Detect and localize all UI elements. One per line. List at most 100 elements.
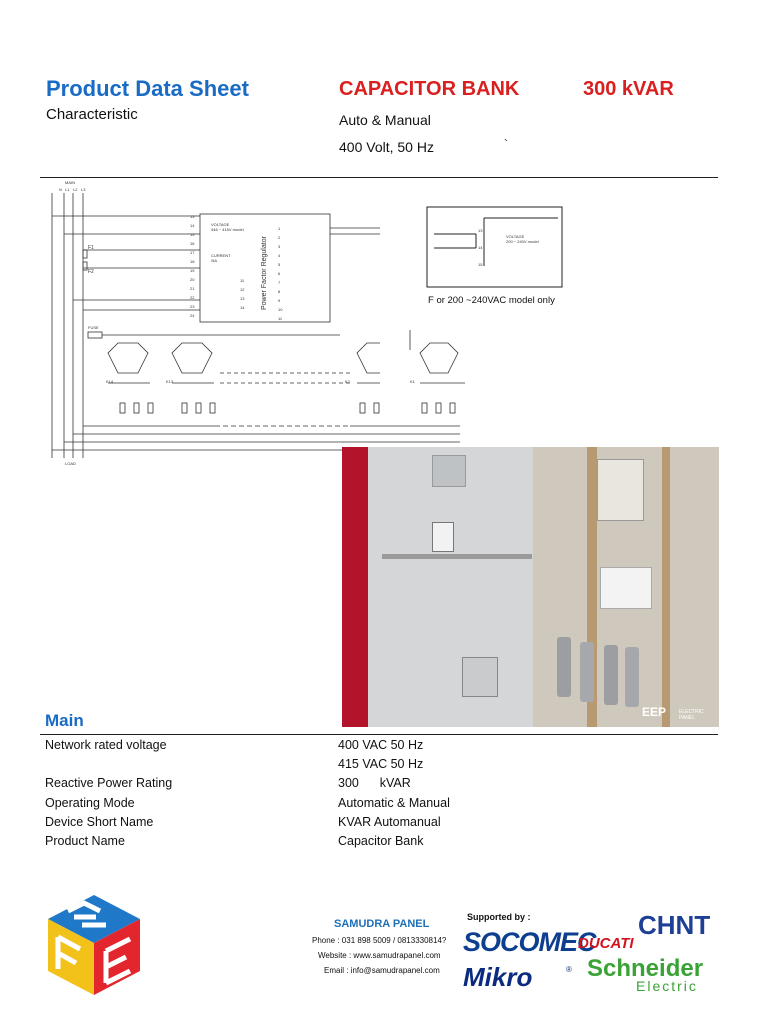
schneider-electric-text: Electric [636, 978, 698, 994]
mains-label: MAIN [65, 180, 75, 185]
inset-voltage-2: 200 ~ 240V model [506, 239, 539, 244]
contactor-k2: K2 [345, 379, 351, 384]
phase-l3-label: L3 [81, 187, 86, 192]
capacitor-3 [604, 645, 618, 705]
mikro-registered-mark: ® [566, 965, 572, 974]
aux-14: 14 [240, 305, 245, 310]
contactor-k14: K14 [106, 379, 114, 384]
spec-value: Capacitor Bank [338, 834, 424, 848]
ducati-logo: DUCATI [578, 935, 634, 952]
terminal-24: 24 [190, 313, 195, 318]
spec-row: Reactive Power Rating 300 kVAR [45, 776, 705, 795]
capacitor-group-k14: K14 [106, 342, 154, 414]
schneider-logo: Schneider [587, 955, 704, 982]
left-terminals: 13 14 15 16 17 18 19 20 21 22 23 24 [190, 214, 195, 318]
terminal-17: 17 [190, 250, 195, 255]
photo-brand-logo: EEP [642, 705, 667, 719]
interior-rail [587, 447, 597, 727]
regulator-label: Power Factor Regulator [261, 235, 268, 310]
spec-value: 300 kVAR [338, 776, 411, 790]
voltage-note-2: 346 ~ 415V model [211, 227, 244, 232]
spec-label: Network rated voltage [45, 738, 167, 752]
spec-value: 400 VAC 50 Hz [338, 738, 424, 752]
out-6: 6 [278, 271, 281, 276]
current-note-1: CURRENT [211, 253, 231, 258]
page-subtitle: Characteristic [46, 106, 138, 123]
capacitor-group-k13: K13 [166, 342, 216, 414]
spec-label: Reactive Power Rating [45, 776, 173, 790]
f1-label: F1 [88, 245, 94, 251]
photo-brand-caption: ELECTRIC PANEL [679, 709, 704, 721]
company-name: SAMUDRA PANEL [334, 918, 430, 930]
inset-terminal-13: 13 [478, 228, 483, 233]
phase-l2-label: L2 [73, 187, 78, 192]
fuse-label: FUSE [88, 325, 99, 330]
current-note-2: /5A [211, 258, 217, 263]
inset-terminal-14: 14 [478, 245, 483, 250]
terminal-21: 21 [190, 286, 195, 291]
lower-vent [462, 657, 498, 697]
wiring-diagram-right: K1 [380, 330, 465, 451]
out-1: 1 [278, 226, 281, 231]
header-divider [40, 177, 718, 178]
terminal-16: 16 [190, 241, 195, 246]
mikro-logo: Mikro [463, 962, 533, 992]
out-9: 9 [278, 298, 281, 303]
contactor-k13: K13 [166, 379, 174, 384]
supported-by-label: Supported by : [467, 912, 531, 922]
page-title: Product Data Sheet [46, 76, 249, 101]
aux-terminals: 11 12 13 14 [240, 278, 245, 310]
terminal-18: 18 [190, 259, 195, 264]
vent-grille [432, 455, 466, 487]
wiring-diagram: MAIN N L1 L2 L3 LOAD F1 F2 FUSE Power Fa… [51, 180, 380, 466]
terminal-22: 22 [190, 295, 195, 300]
company-logo [48, 895, 140, 995]
main-divider [40, 734, 718, 735]
fuse-holder [600, 567, 652, 609]
terminal-13: 13 [190, 214, 195, 219]
door-bar [382, 554, 532, 559]
out-8: 8 [278, 289, 281, 294]
main-heading: Main [45, 711, 84, 730]
capacitor-1 [557, 637, 571, 697]
pf-regulator-device [432, 522, 454, 552]
company-website: Website : www.samudrapanel.com [318, 951, 441, 960]
f2-label: F2 [88, 269, 94, 275]
spec-row: Network rated voltage 400 VAC 50 Hz [45, 738, 705, 757]
contactor-block [597, 459, 644, 521]
supply-text: 400 Volt, 50 Hz [339, 139, 434, 155]
terminal-14: 14 [190, 223, 195, 228]
spec-row: Device Short Name KVAR Automanual [45, 815, 705, 834]
cabinet-door [368, 447, 533, 727]
capacitor-4 [625, 647, 639, 707]
out-2: 2 [278, 235, 281, 240]
rating-heading: 300 kVAR [583, 78, 674, 100]
chint-logo: CHNT [638, 910, 711, 940]
product-name-heading: CAPACITOR BANK [339, 78, 520, 100]
spec-label: Device Short Name [45, 815, 154, 829]
contactor-k1: K1 [410, 379, 416, 384]
out-4: 4 [278, 253, 281, 258]
aux-13: 13 [240, 296, 245, 301]
inset-caption: F or 200 ~240VAC model only [428, 295, 555, 306]
socomec-logo: SOCOMEC [463, 927, 597, 957]
inset-voltage-1: VOLTAGE [506, 234, 525, 239]
voltage-note-1: VOLTAGE [211, 222, 230, 227]
spec-value: 415 VAC 50 Hz [338, 757, 424, 771]
spec-row: Product Name Capacitor Bank [45, 834, 705, 853]
capacitor-group-k2: K2 [345, 342, 380, 414]
terminal-23: 23 [190, 304, 195, 309]
out-10: 10 [278, 307, 283, 312]
phase-n-label: N [59, 187, 62, 192]
spec-row: 415 VAC 50 Hz [45, 757, 705, 776]
terminal-19: 19 [190, 268, 195, 273]
spec-label: Operating Mode [45, 796, 135, 810]
aux-12: 12 [240, 287, 245, 292]
interior-rail-right [662, 447, 670, 727]
cabinet-door-edge [342, 447, 368, 727]
aux-11: 11 [240, 278, 245, 283]
spec-value: Automatic & Manual [338, 796, 450, 810]
phase-l1-label: L1 [65, 187, 70, 192]
out-3: 3 [278, 244, 281, 249]
terminal-20: 20 [190, 277, 195, 282]
